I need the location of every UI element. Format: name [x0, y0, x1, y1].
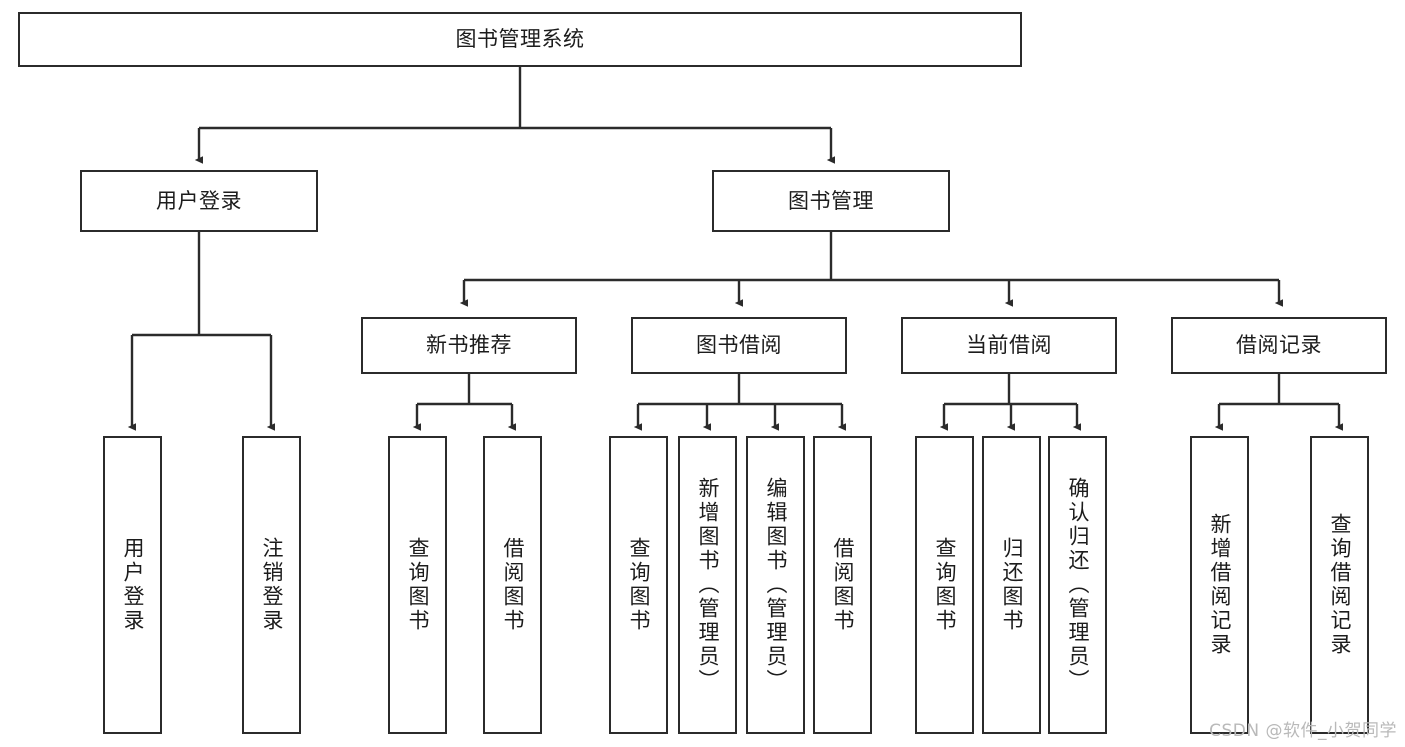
leaf-borrow-edit-book-admin[interactable]: 编辑图书（管理员）	[746, 436, 805, 734]
node-label: 当前借阅	[966, 333, 1052, 358]
leaf-current-return-book[interactable]: 归还图书	[982, 436, 1041, 734]
leaf-user-login-login[interactable]: 用户登录	[103, 436, 162, 734]
node-label: 借阅图书	[501, 537, 525, 633]
node-new-book-recommend[interactable]: 新书推荐	[361, 317, 577, 374]
node-user-login[interactable]: 用户登录	[80, 170, 318, 232]
node-label: 新增借阅记录	[1208, 513, 1232, 657]
leaf-record-query-record[interactable]: 查询借阅记录	[1310, 436, 1369, 734]
leaf-borrow-query-book[interactable]: 查询图书	[609, 436, 668, 734]
leaf-recommend-borrow-book[interactable]: 借阅图书	[483, 436, 542, 734]
node-label: 编辑图书（管理员）	[764, 477, 788, 693]
node-borrow-record[interactable]: 借阅记录	[1171, 317, 1387, 374]
node-book-borrow[interactable]: 图书借阅	[631, 317, 847, 374]
leaf-current-query-book[interactable]: 查询图书	[915, 436, 974, 734]
node-label: 查询图书	[406, 537, 430, 633]
node-label: 归还图书	[1000, 537, 1024, 633]
node-label: 新书推荐	[426, 333, 512, 358]
node-label: 注销登录	[260, 537, 284, 633]
node-label: 借阅记录	[1236, 333, 1322, 358]
node-label: 查询图书	[627, 537, 651, 633]
leaf-current-confirm-return-admin[interactable]: 确认归还（管理员）	[1048, 436, 1107, 734]
node-label: 确认归还（管理员）	[1066, 477, 1090, 693]
leaf-user-login-logout[interactable]: 注销登录	[242, 436, 301, 734]
node-label: 图书管理系统	[455, 27, 585, 52]
node-label: 借阅图书	[831, 537, 855, 633]
node-label: 查询图书	[933, 537, 957, 633]
leaf-borrow-add-book-admin[interactable]: 新增图书（管理员）	[678, 436, 737, 734]
node-book-management[interactable]: 图书管理	[712, 170, 950, 232]
node-label: 用户登录	[156, 188, 242, 213]
node-current-borrow[interactable]: 当前借阅	[901, 317, 1117, 374]
node-label: 查询借阅记录	[1328, 513, 1352, 657]
node-label: 新增图书（管理员）	[696, 477, 720, 693]
node-root-system[interactable]: 图书管理系统	[18, 12, 1022, 67]
node-label: 图书借阅	[696, 333, 782, 358]
watermark-text: CSDN @软件_小贺同学	[1209, 721, 1397, 741]
leaf-recommend-query-book[interactable]: 查询图书	[388, 436, 447, 734]
leaf-record-add-record[interactable]: 新增借阅记录	[1190, 436, 1249, 734]
leaf-borrow-borrow-book[interactable]: 借阅图书	[813, 436, 872, 734]
node-label: 用户登录	[121, 537, 145, 633]
node-label: 图书管理	[788, 188, 874, 213]
